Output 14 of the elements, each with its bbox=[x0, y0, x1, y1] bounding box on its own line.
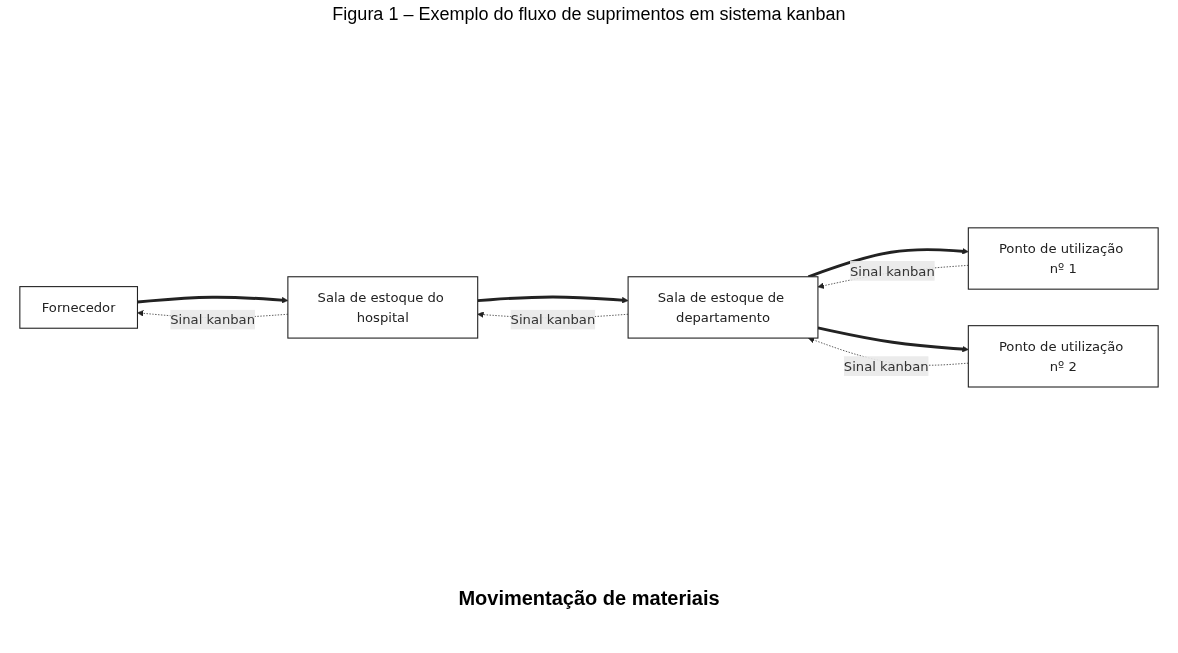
edge-label: Sinal kanban bbox=[510, 311, 596, 327]
flow-note: Movimentação de materiais bbox=[458, 587, 720, 610]
node-box: Fornecedor bbox=[19, 285, 138, 329]
figure-title: Figura 1 – Exemplo do fluxo de suprimentos em sistema kanban bbox=[332, 4, 846, 25]
node-box: Sala de estoque do hospital bbox=[287, 275, 479, 339]
arrow bbox=[477, 295, 629, 303]
edge-label: Sinal kanban bbox=[850, 262, 935, 279]
arrow bbox=[817, 326, 969, 352]
node-box: Ponto de utilização nº 1 bbox=[967, 226, 1159, 290]
arrow bbox=[807, 247, 969, 278]
node-box: Ponto de utilização nº 2 bbox=[967, 324, 1159, 388]
edge-label: Sinal kanban bbox=[170, 311, 255, 327]
edge-label: Sinal kanban bbox=[843, 357, 929, 374]
node-box: Sala de estoque de departamento bbox=[627, 275, 819, 339]
